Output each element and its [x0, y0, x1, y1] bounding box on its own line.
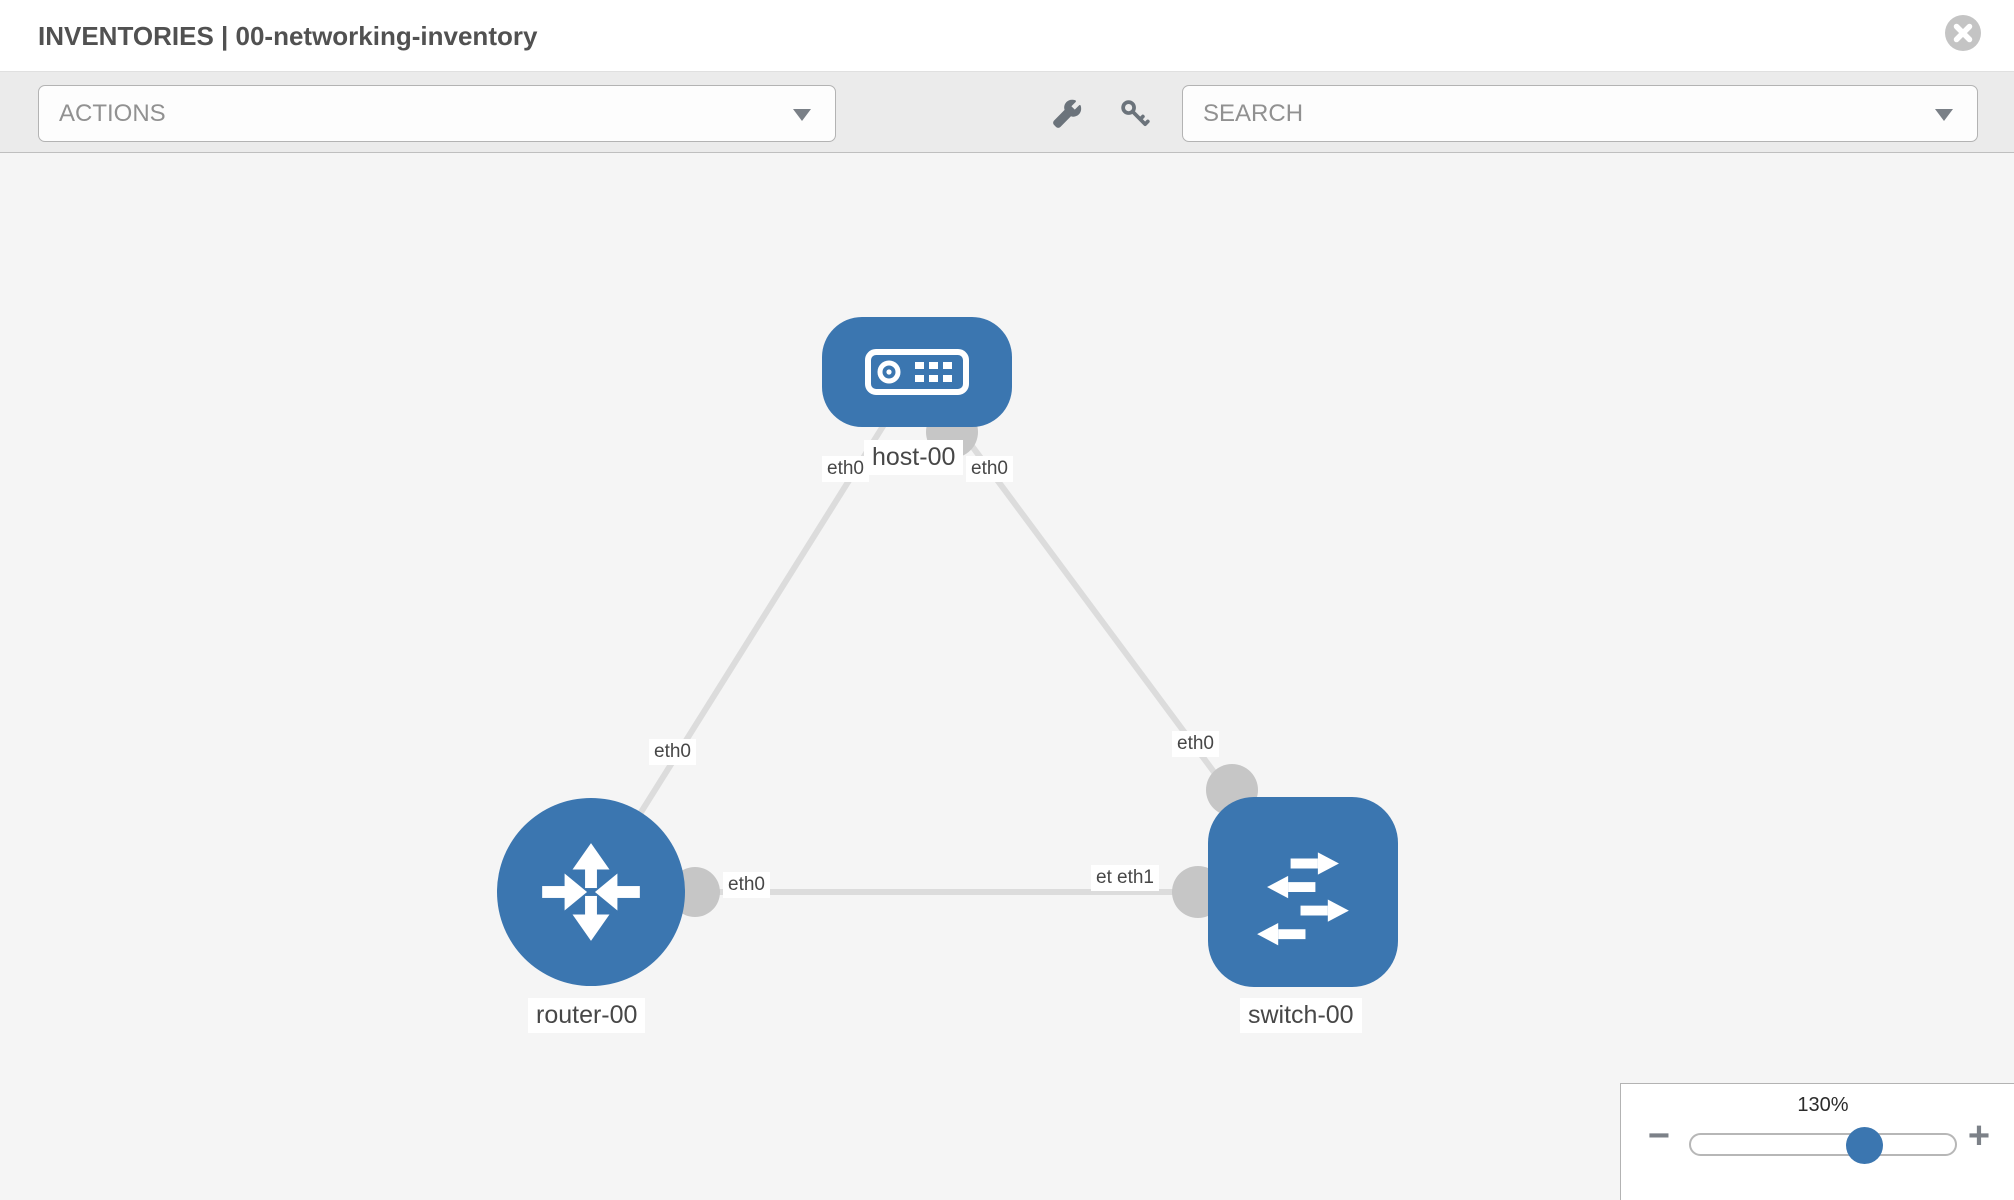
iface-label-switch-end-front: eth1: [1112, 865, 1159, 891]
iface-label-host-router: eth0: [649, 739, 696, 765]
chevron-down-icon: [793, 109, 811, 121]
panel-header: INVENTORIES | 00-networking-inventory: [0, 0, 2014, 72]
iface-label-host-right: eth0: [966, 456, 1013, 482]
page-title: INVENTORIES | 00-networking-inventory: [38, 21, 538, 51]
toolbar: ACTIONS SEARCH: [0, 72, 2014, 153]
key-icon: [1119, 98, 1151, 130]
close-icon: [1944, 14, 1982, 52]
wrench-icon: [1050, 97, 1084, 131]
actions-dropdown[interactable]: ACTIONS: [38, 85, 836, 142]
topology-canvas[interactable]: host-00 router-00 switch-00 eth0 eth0 et…: [0, 153, 2014, 1200]
search-dropdown-label: SEARCH: [1203, 100, 1304, 127]
credentials-button[interactable]: [1107, 85, 1163, 142]
router-icon: [525, 826, 657, 958]
zoom-percentage: 130%: [1797, 1094, 1849, 1116]
zoom-slider-track[interactable]: [1689, 1127, 1957, 1164]
chevron-down-icon: [1935, 109, 1953, 121]
node-host-00[interactable]: [822, 317, 1012, 427]
iface-label-host-switch: eth0: [1172, 731, 1219, 757]
iface-label-host-left: eth0: [822, 456, 869, 482]
switch-icon: [1241, 830, 1365, 954]
node-label-switch: switch-00: [1240, 998, 1362, 1033]
zoom-out-button[interactable]: −: [1639, 1114, 1679, 1158]
configure-button[interactable]: [1039, 85, 1095, 142]
zoom-control-panel: 130% − +: [1620, 1083, 2014, 1200]
actions-dropdown-label: ACTIONS: [59, 100, 166, 127]
host-icon: [865, 349, 969, 395]
search-dropdown[interactable]: SEARCH: [1182, 85, 1978, 142]
zoom-slider-thumb[interactable]: [1846, 1127, 1883, 1164]
zoom-in-button[interactable]: +: [1959, 1114, 1999, 1158]
topology-links-layer: [588, 370, 1306, 918]
node-label-router: router-00: [528, 998, 646, 1033]
node-label-host: host-00: [864, 440, 964, 475]
node-router-00[interactable]: [497, 798, 685, 986]
node-switch-00[interactable]: [1208, 797, 1398, 987]
iface-label-router-end: eth0: [723, 872, 770, 898]
close-button[interactable]: [1944, 14, 1982, 52]
